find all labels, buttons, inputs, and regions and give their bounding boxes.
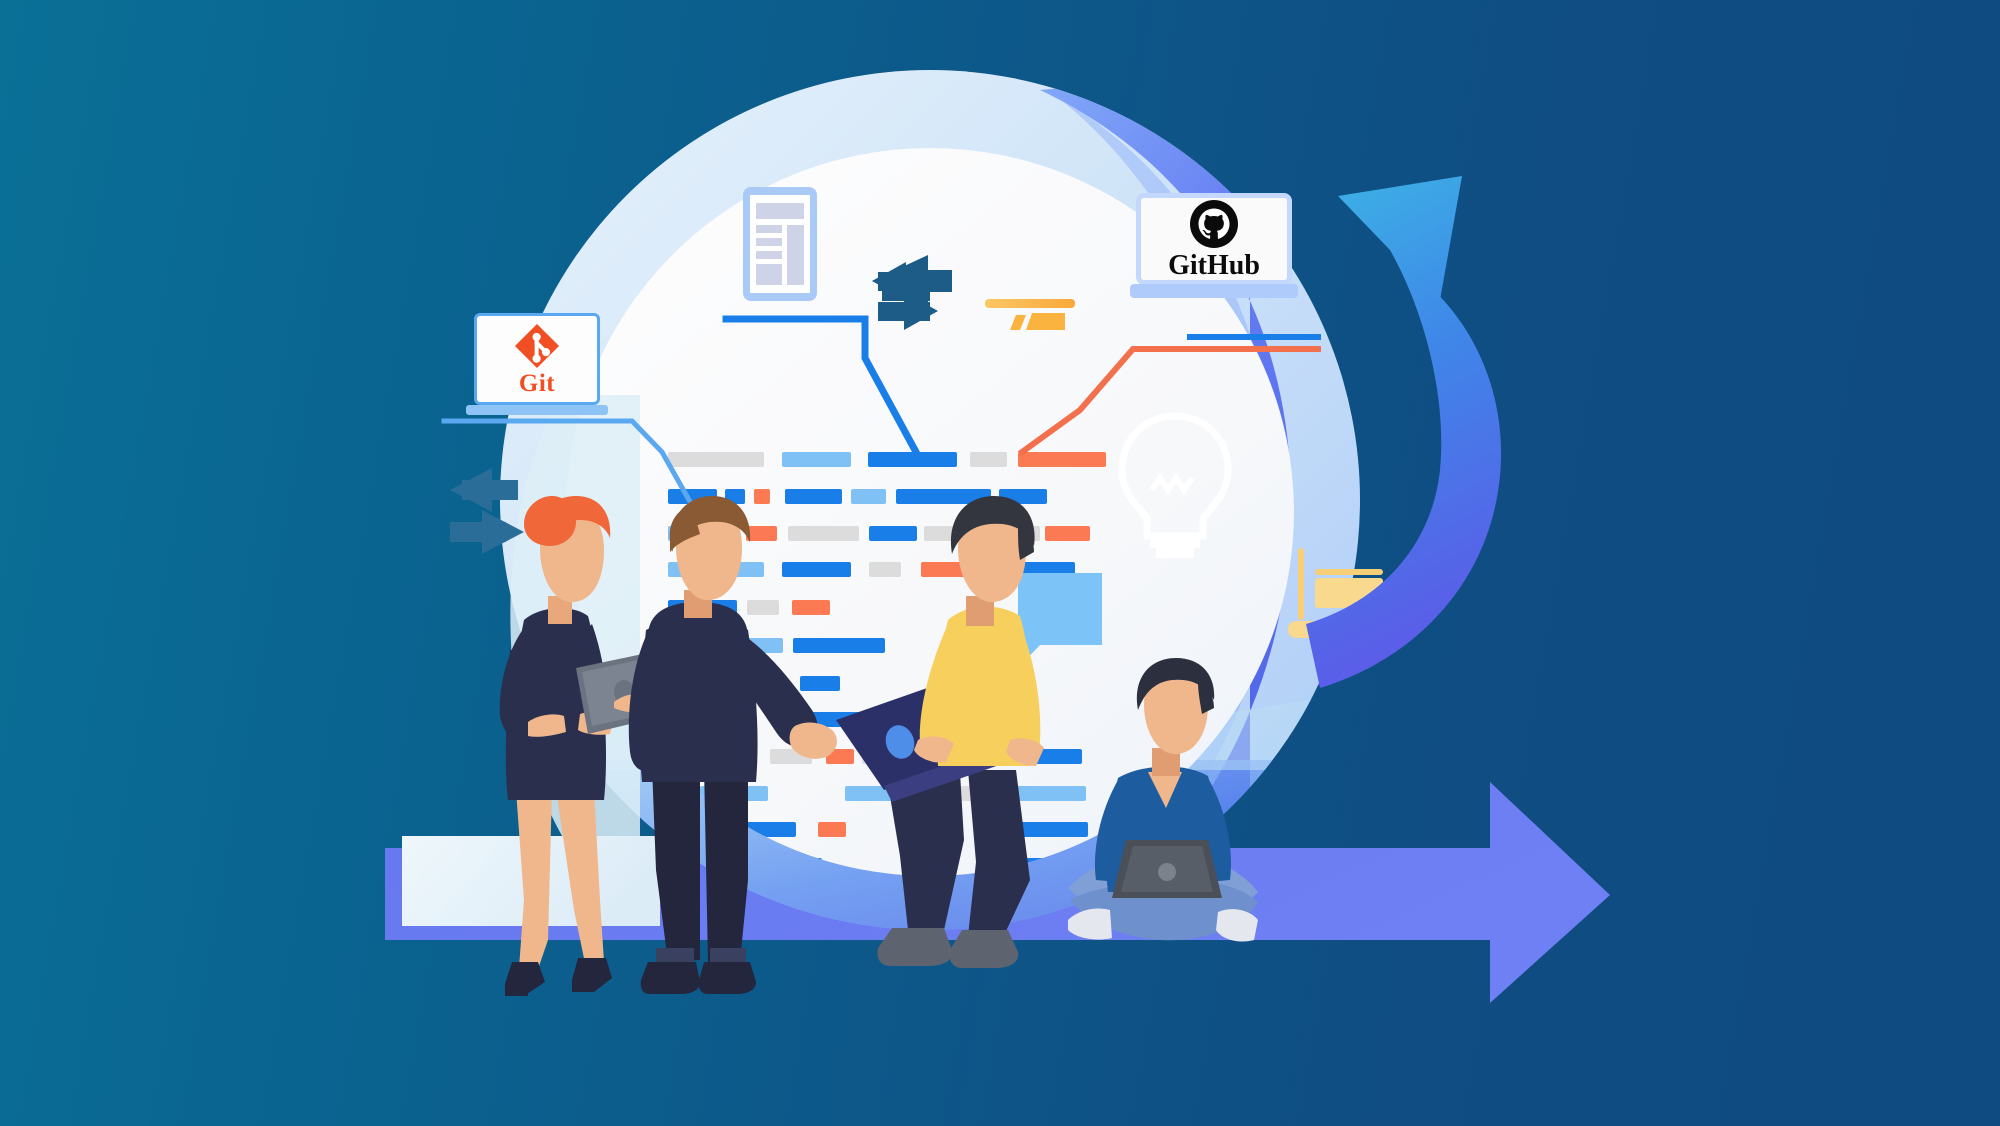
sync-arrows-icon: [872, 255, 952, 330]
lightbulb-icon: [1118, 412, 1232, 558]
code-line-bar: [747, 600, 779, 615]
github-card-base: [1129, 284, 1299, 298]
code-line-bar: [754, 489, 770, 504]
github-logo-card[interactable]: GitHub: [1129, 193, 1299, 298]
code-line-bar: [800, 676, 840, 691]
man-seated-with-laptop: [836, 496, 1044, 968]
code-line-bar: [970, 452, 1007, 467]
woman-with-tablet: [499, 496, 664, 996]
github-card-screen: GitHub: [1136, 193, 1292, 285]
git-logo-card[interactable]: Git: [466, 313, 608, 415]
code-line-bar: [793, 638, 885, 653]
code-line-bar: [869, 526, 917, 541]
speech-bubble-icon: [1018, 573, 1102, 668]
code-line-bar: [1045, 526, 1090, 541]
git-card-screen: Git: [474, 313, 600, 405]
code-line-bar: [826, 749, 854, 764]
code-line-bar: [1018, 452, 1106, 467]
sticky-note-icon: [985, 299, 1075, 330]
code-line-bar: [868, 452, 957, 467]
person-cross-legged-with-laptop: [1068, 658, 1258, 942]
code-line-bar: [896, 489, 991, 504]
code-line-row: [668, 452, 1106, 467]
sync-arrows-icon: [450, 468, 524, 554]
man-in-suit-pointing: [628, 496, 837, 994]
git-card-label: Git: [518, 369, 556, 397]
code-line-bar: [746, 526, 777, 541]
code-line-bar: [668, 452, 764, 467]
document-page-icon: [742, 186, 818, 302]
git-logo-icon: [514, 323, 560, 369]
code-line-bar: [851, 489, 886, 504]
git-card-base: [466, 405, 608, 415]
code-line-bar: [782, 562, 851, 577]
refresh-loop-arrow-icon: [1306, 176, 1502, 688]
code-line-bar: [785, 489, 842, 504]
github-octocat-icon: [1189, 199, 1239, 249]
github-card-label: GitHub: [1168, 249, 1260, 281]
connector-orange-descending: [1017, 346, 1321, 457]
code-line-bar: [818, 822, 846, 837]
code-line-bar: [788, 526, 859, 541]
code-line-bar: [782, 452, 851, 467]
code-line-bar: [921, 562, 971, 577]
code-line-bar: [869, 562, 901, 577]
connector-blue-descending: [722, 315, 921, 457]
code-line-bar: [792, 600, 830, 615]
